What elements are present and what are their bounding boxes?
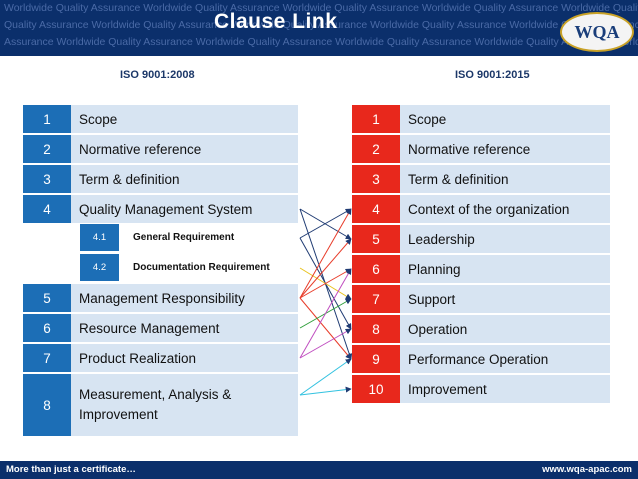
clause-number: 3 <box>352 165 400 193</box>
clause-number: 1 <box>23 105 71 133</box>
watermark-line: Worldwide Quality Assurance Worldwide Qu… <box>4 2 638 14</box>
clause-title: Operation <box>400 315 610 343</box>
clause-title: Planning <box>400 255 610 283</box>
right-standard-label: ISO 9001:2015 <box>455 69 530 81</box>
clause-number: 4 <box>352 195 400 223</box>
clause-link-arrow <box>299 208 352 239</box>
clause-number: 10 <box>352 375 400 403</box>
clause-row-2008: 6 Resource Management <box>23 314 298 342</box>
subclause-row-2008: 4.1 General Requirement <box>80 224 298 251</box>
clause-title: Normative reference <box>400 135 610 163</box>
clause-row-2008: 2 Normative reference <box>23 135 298 163</box>
clause-row-2008: 8 Measurement, Analysis & Improvement <box>23 374 298 436</box>
footer-tagline: More than just a certificate… <box>6 464 136 475</box>
clause-number: 6 <box>352 255 400 283</box>
clause-number: 5 <box>23 284 71 312</box>
footer-website-link[interactable]: www.wqa-apac.com <box>542 464 632 475</box>
clause-title: Support <box>400 285 610 313</box>
clause-title: Resource Management <box>71 314 298 342</box>
watermark-line: Assurance Worldwide Quality Assurance Wo… <box>4 36 638 48</box>
subclause-number: 4.1 <box>80 224 119 251</box>
clause-link-arrow <box>299 238 352 299</box>
clause-link-arrow <box>299 358 352 396</box>
clause-title: Scope <box>71 105 298 133</box>
clause-link-arrow <box>299 297 352 360</box>
clause-number: 8 <box>352 315 400 343</box>
clause-number: 6 <box>23 314 71 342</box>
clause-number: 3 <box>23 165 71 193</box>
clause-title: Measurement, Analysis & Improvement <box>71 374 298 436</box>
page-title: Clause Link <box>214 10 338 33</box>
clause-row-2008: 1 Scope <box>23 105 298 133</box>
clause-row-2015: 3 Term & definition <box>352 165 610 193</box>
clause-link-arrow <box>299 328 352 359</box>
clause-number: 8 <box>23 374 71 436</box>
clause-number: 9 <box>352 345 400 373</box>
subclause-row-2008: 4.2 Documentation Requirement <box>80 254 298 281</box>
clause-row-2015: 8 Operation <box>352 315 610 343</box>
clause-link-arrow <box>299 268 352 359</box>
left-standard-label: ISO 9001:2008 <box>120 69 195 81</box>
clause-row-2008: 5 Management Responsibility <box>23 284 298 312</box>
clause-row-2015: 7 Support <box>352 285 610 313</box>
clause-title: Product Realization <box>71 344 298 372</box>
clause-number: 2 <box>352 135 400 163</box>
subclause-title: Documentation Requirement <box>119 254 298 281</box>
clause-title: Term & definition <box>71 165 298 193</box>
wqa-logo: WQA <box>560 12 634 52</box>
subclause-title: General Requirement <box>119 224 298 251</box>
clause-link-arrow <box>299 208 352 299</box>
clause-row-2015: 10 Improvement <box>352 375 610 403</box>
clause-title: Management Responsibility <box>71 284 298 312</box>
clause-link-arrow <box>299 386 352 396</box>
clause-row-2015: 4 Context of the organization <box>352 195 610 223</box>
clause-title: Context of the organization <box>400 195 610 223</box>
subclause-number: 4.2 <box>80 254 119 281</box>
watermark-line: Quality Assurance Worldwide Quality Assu… <box>4 19 638 31</box>
clause-row-2015: 9 Performance Operation <box>352 345 610 373</box>
logo-text: WQA <box>574 21 620 42</box>
footer-bar: More than just a certificate… www.wqa-ap… <box>0 461 638 479</box>
clause-row-2015: 6 Planning <box>352 255 610 283</box>
clause-title: Term & definition <box>400 165 610 193</box>
header-banner: Worldwide Quality Assurance Worldwide Qu… <box>0 0 638 56</box>
clause-number: 5 <box>352 225 400 253</box>
clause-row-2015: 5 Leadership <box>352 225 610 253</box>
clause-row-2008: 4 Quality Management System <box>23 195 298 223</box>
clause-row-2008: 7 Product Realization <box>23 344 298 372</box>
clause-number: 1 <box>352 105 400 133</box>
clause-row-2015: 1 Scope <box>352 105 610 133</box>
clause-title: Improvement <box>400 375 610 403</box>
clause-row-2008: 3 Term & definition <box>23 165 298 193</box>
clause-link-arrow <box>299 268 352 299</box>
clause-row-2015: 2 Normative reference <box>352 135 610 163</box>
clause-title: Performance Operation <box>400 345 610 373</box>
clause-number: 7 <box>352 285 400 313</box>
clause-number: 2 <box>23 135 71 163</box>
clause-title: Scope <box>400 105 610 133</box>
clause-title: Leadership <box>400 225 610 253</box>
clause-title: Normative reference <box>71 135 298 163</box>
clause-number: 7 <box>23 344 71 372</box>
clause-title: Quality Management System <box>71 195 298 223</box>
clause-number: 4 <box>23 195 71 223</box>
